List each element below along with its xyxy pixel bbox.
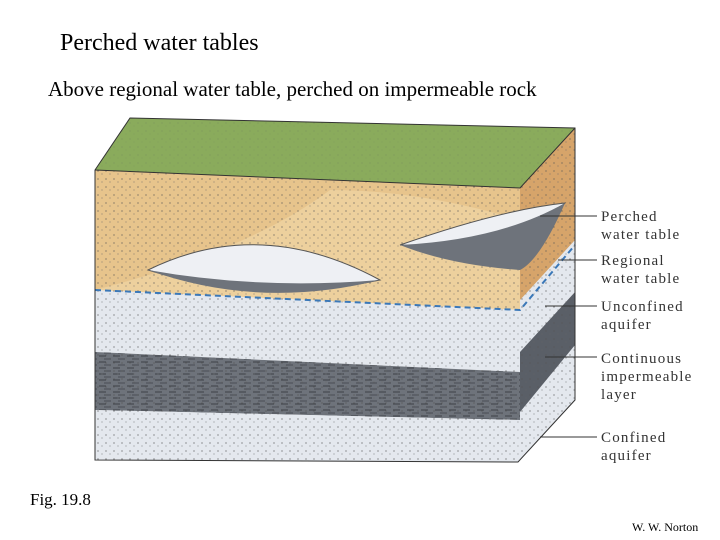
label-line: water table bbox=[601, 227, 681, 243]
label-line: Perched bbox=[601, 209, 658, 225]
slide-subtitle: Above regional water table, perched on i… bbox=[48, 77, 537, 101]
label-perched-water-table: Perched water table bbox=[601, 208, 680, 244]
label-line: impermeable bbox=[601, 369, 693, 385]
regional-water-table-line bbox=[94, 244, 576, 312]
label-line: Unconfined bbox=[601, 299, 684, 315]
label-line: Continuous bbox=[601, 351, 683, 367]
label-line: water table bbox=[601, 271, 681, 287]
slide-title: Perched water tables bbox=[60, 30, 259, 56]
credit: W. W. Norton bbox=[632, 520, 699, 534]
label-confined-aquifer: Confined aquifer bbox=[601, 429, 666, 465]
perched-lens-right bbox=[399, 202, 567, 270]
label-impermeable-layer: Continuous impermeable layer bbox=[601, 350, 693, 404]
label-line: Confined bbox=[601, 430, 667, 446]
figure-number: Fig. 19.8 bbox=[30, 490, 91, 509]
label-line: Regional bbox=[601, 253, 665, 269]
label-line: aquifer bbox=[601, 448, 652, 464]
label-regional-water-table: Regional water table bbox=[601, 252, 680, 288]
label-unconfined-aquifer: Unconfined aquifer bbox=[601, 298, 684, 334]
label-line: aquifer bbox=[601, 317, 652, 333]
label-line: layer bbox=[601, 387, 637, 403]
perched-lens-left bbox=[146, 244, 382, 293]
